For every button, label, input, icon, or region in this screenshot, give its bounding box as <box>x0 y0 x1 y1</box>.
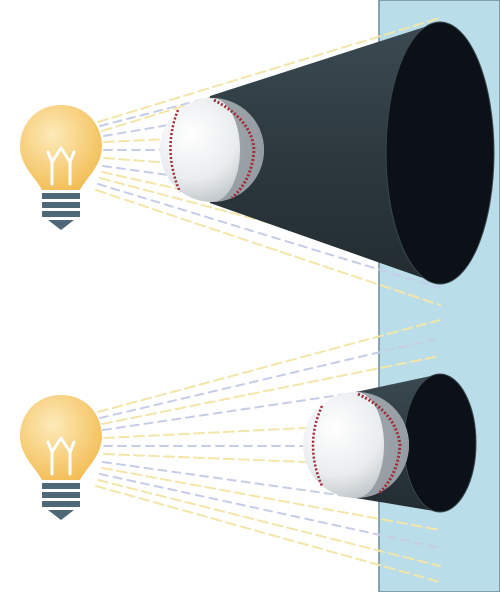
shadow-cone-mouth-far <box>404 374 476 512</box>
baseball-far <box>303 392 409 498</box>
light-bulb-far <box>20 395 102 520</box>
filament-far <box>46 436 76 476</box>
bulb-base-far <box>42 483 80 489</box>
shadow-cone-mouth-near <box>386 22 494 284</box>
baseball-near <box>160 98 264 202</box>
light-rays-far <box>95 319 441 583</box>
filament-near <box>46 146 76 186</box>
light-bulb-near <box>20 105 102 230</box>
panel-far <box>20 319 477 583</box>
shadow-cone-near <box>210 22 440 284</box>
bulb-base-near <box>42 193 80 199</box>
panel-near <box>20 17 495 306</box>
